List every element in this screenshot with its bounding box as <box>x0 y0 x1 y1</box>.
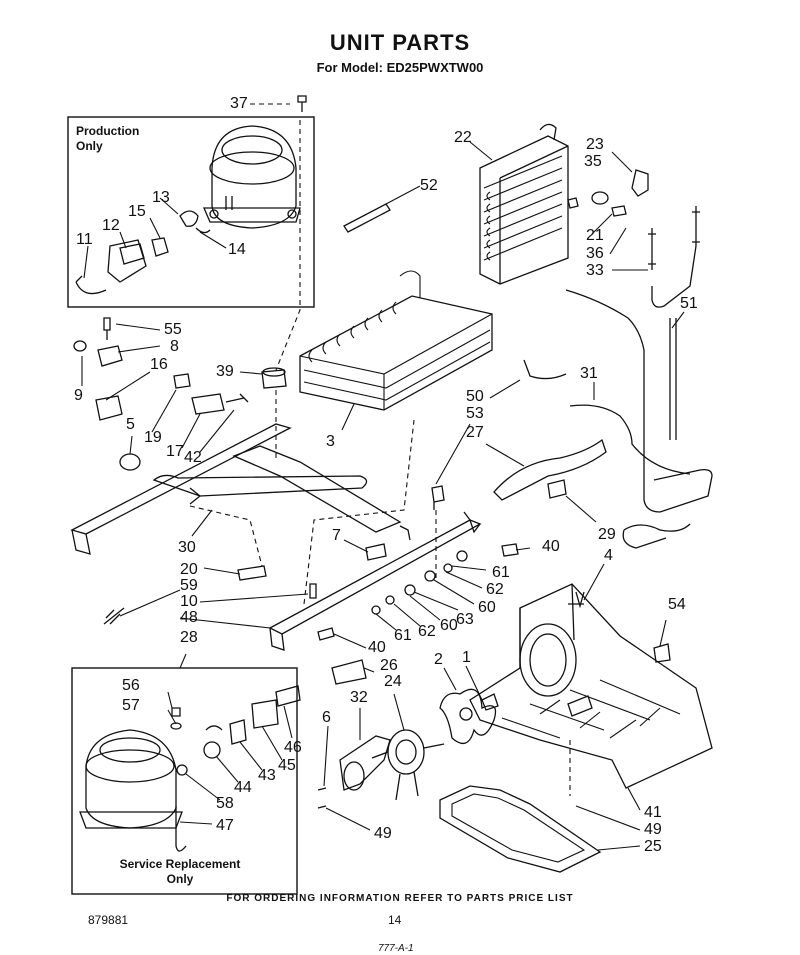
callout-49a: 49 <box>644 821 662 838</box>
callout-23: 23 <box>586 136 604 153</box>
callout-19: 19 <box>144 429 162 446</box>
fan-motor <box>371 729 445 801</box>
leader-lines <box>81 103 685 851</box>
callout-49b: 49 <box>374 825 392 842</box>
callout-47: 47 <box>216 817 234 834</box>
callout-15: 15 <box>128 203 146 220</box>
callout-57: 57 <box>122 697 140 714</box>
callout-39: 39 <box>216 363 234 380</box>
callout-5: 5 <box>126 416 135 433</box>
callout-26: 26 <box>380 657 398 674</box>
callout-40b: 40 <box>368 639 386 656</box>
callout-37: 37 <box>230 95 248 112</box>
callout-54: 54 <box>668 596 686 613</box>
callout-31: 31 <box>580 365 598 382</box>
callout-53: 53 <box>466 405 484 422</box>
callout-46: 46 <box>284 739 302 756</box>
callout-60a: 60 <box>478 599 496 616</box>
service-replacement-box <box>71 667 298 895</box>
part-52 <box>343 203 391 233</box>
compressor-production <box>203 125 301 229</box>
evaporator-coil <box>299 270 493 411</box>
defrost-parts <box>431 359 607 510</box>
rail-hardware <box>103 543 519 685</box>
callout-50: 50 <box>466 388 484 405</box>
callout-16: 16 <box>150 356 168 373</box>
callout-28: 28 <box>180 629 198 646</box>
document-number: 879881 <box>88 913 129 927</box>
callout-36: 36 <box>586 245 604 262</box>
callout-13: 13 <box>152 189 170 206</box>
production-only-label: Production Only <box>76 124 140 153</box>
dryer-fittings <box>567 169 700 308</box>
model-subtitle: For Model: ED25PWXTW00 <box>316 60 484 75</box>
callout-44: 44 <box>234 779 252 796</box>
condenser-fan <box>439 688 499 745</box>
callout-42: 42 <box>184 449 202 466</box>
callout-30: 30 <box>178 539 196 556</box>
callout-43: 43 <box>258 767 276 784</box>
callout-63: 63 <box>456 611 474 628</box>
callout-62b: 62 <box>418 623 436 640</box>
callout-9: 9 <box>74 387 83 404</box>
service-replacement-label: Service Replacement Only <box>119 857 241 886</box>
callout-60b: 60 <box>440 617 458 634</box>
capillary-tube <box>565 289 713 549</box>
callout-48: 48 <box>180 609 198 626</box>
screw-37 <box>297 95 307 112</box>
callout-33: 33 <box>586 262 604 279</box>
callout-3: 3 <box>326 433 335 450</box>
callout-55: 55 <box>164 321 182 338</box>
callout-12: 12 <box>102 217 120 234</box>
base-plate <box>469 583 713 789</box>
callout-4: 4 <box>604 547 613 564</box>
callout-56: 56 <box>122 677 140 694</box>
page-number: 14 <box>388 913 402 927</box>
production-only-box <box>67 116 315 308</box>
callout-22: 22 <box>454 129 472 146</box>
callout-61b: 61 <box>394 627 412 644</box>
condenser-coil <box>479 123 569 285</box>
callout-29: 29 <box>598 526 616 543</box>
callout-8: 8 <box>170 338 179 355</box>
callout-11: 11 <box>76 231 93 248</box>
ordering-note: FOR ORDERING INFORMATION REFER TO PARTS … <box>226 893 574 904</box>
callout-6: 6 <box>322 709 331 726</box>
callout-32: 32 <box>350 689 368 706</box>
callout-41: 41 <box>644 804 662 821</box>
callout-17: 17 <box>166 443 184 460</box>
callout-45: 45 <box>278 757 296 774</box>
callout-35: 35 <box>584 153 602 170</box>
callout-58: 58 <box>216 795 234 812</box>
callout-2: 2 <box>434 651 443 668</box>
callout-27: 27 <box>466 424 484 441</box>
callout-7: 7 <box>332 527 341 544</box>
callout-14: 14 <box>228 241 246 258</box>
callout-52: 52 <box>420 177 438 194</box>
callout-1: 1 <box>462 649 471 666</box>
overload-relay-production <box>75 210 211 295</box>
callout-10: 10 <box>180 593 198 610</box>
callout-40a: 40 <box>542 538 560 555</box>
callout-62a: 62 <box>486 581 504 598</box>
callout-25: 25 <box>644 838 662 855</box>
drain-pan <box>439 785 602 873</box>
callout-24: 24 <box>384 673 402 690</box>
page-title: UNIT PARTS <box>329 30 471 55</box>
callout-21: 21 <box>586 227 604 244</box>
callout-59: 59 <box>180 577 198 594</box>
handwritten-mark: 777-A-1 <box>378 943 414 954</box>
callout-20: 20 <box>180 561 198 578</box>
motor-bracket <box>317 735 391 809</box>
frame-rails <box>70 423 482 651</box>
callout-61a: 61 <box>492 564 510 581</box>
callout-51: 51 <box>680 295 698 312</box>
